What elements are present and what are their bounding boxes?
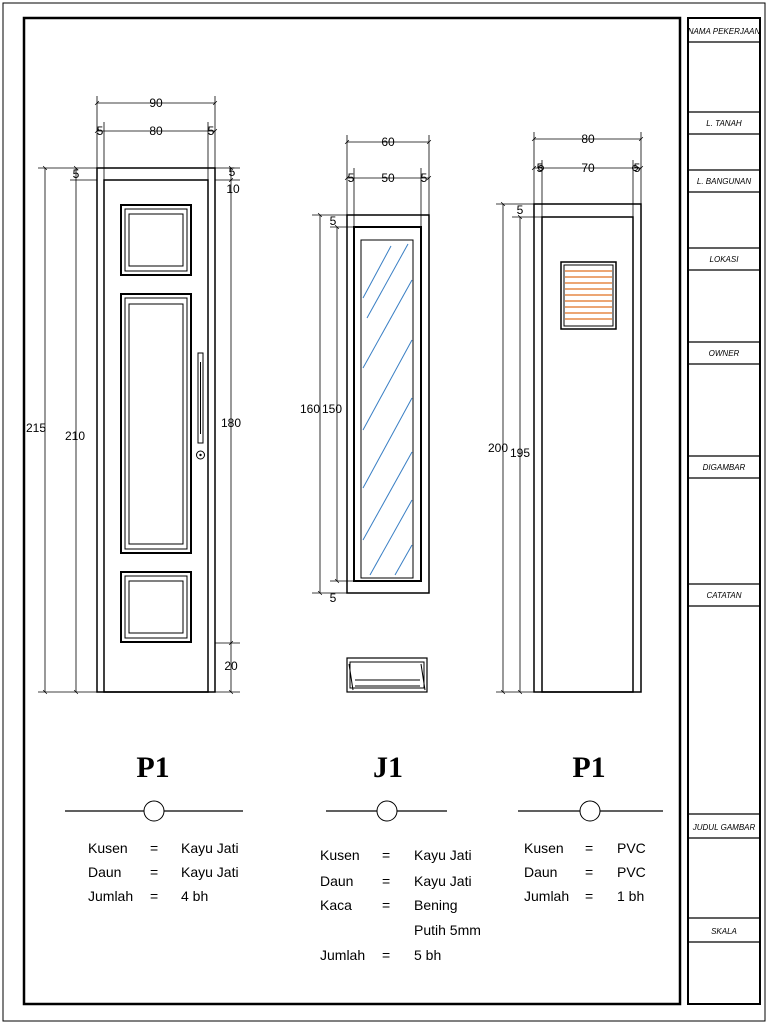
tb-owner: OWNER xyxy=(709,349,740,358)
dim-door-p1-top-frame-left: 5 xyxy=(73,167,80,181)
dim-door-p1-pvc-inner-width: 70 xyxy=(581,161,595,175)
tb-judul-gambar: JUDUL GAMBAR xyxy=(692,823,756,832)
dim-door-p1-outer-width: 90 xyxy=(149,96,163,110)
label-j1: J1 xyxy=(326,751,447,822)
dim-door-p1-pvc-frame-right: 5 xyxy=(634,161,641,175)
window-j1-dimensions xyxy=(312,135,432,596)
tb-luas-bangunan: L. BANGUNAN xyxy=(697,177,751,186)
tb-digambar: DIGAMBAR xyxy=(703,463,746,472)
code-label-p1-right: P1 xyxy=(572,751,605,784)
spec-value: Kayu Jati xyxy=(414,847,472,863)
dim-door-p1-total-height: 215 xyxy=(26,421,46,435)
label-p1-right: P1 xyxy=(518,751,663,822)
dim-window-j1-outer-width: 60 xyxy=(381,135,395,149)
door-p1-pvc-elevation xyxy=(533,203,642,693)
section-marker-p1-right xyxy=(579,800,601,822)
specs-window-j1: Kusen = Kayu Jati Daun = Kayu Jati Kaca … xyxy=(320,847,481,963)
spec-eq: = xyxy=(585,864,593,880)
spec-eq: = xyxy=(382,847,390,863)
door-p1-top-panel xyxy=(120,204,192,276)
dim-door-p1-bottom-rail: 20 xyxy=(224,659,238,673)
spec-value: 5 bh xyxy=(414,947,441,963)
dim-window-j1-outer-height: 160 xyxy=(300,402,320,416)
dim-window-j1-inner-width: 50 xyxy=(381,171,395,185)
door-p1-pvc-dimensions xyxy=(496,132,644,695)
spec-eq: = xyxy=(585,840,593,856)
spec-value: Kayu Jati xyxy=(181,840,239,856)
spec-value: PVC xyxy=(617,840,646,856)
door-p1-bottom-panel xyxy=(120,571,192,643)
spec-value: Putih 5mm xyxy=(414,922,481,938)
spec-label: Daun xyxy=(88,864,121,880)
spec-label: Kusen xyxy=(88,840,128,856)
label-p1-left: P1 xyxy=(65,751,243,822)
dim-window-j1-frame-right: 5 xyxy=(421,171,428,185)
specs-door-p1-pvc: Kusen = PVC Daun = PVC Jumlah = 1 bh xyxy=(524,840,646,904)
tb-skala: SKALA xyxy=(711,927,737,936)
dim-window-j1-frame-left: 5 xyxy=(348,171,355,185)
dim-door-p1-inner-width: 80 xyxy=(149,124,163,138)
spec-label: Kusen xyxy=(524,840,564,856)
dim-door-p1-top-rail: 10 xyxy=(226,182,240,196)
dim-door-p1-pvc-outer-width: 80 xyxy=(581,132,595,146)
spec-eq: = xyxy=(150,888,158,904)
title-block xyxy=(688,41,760,943)
tb-lokasi: LOKASI xyxy=(710,255,740,264)
dim-door-p1-frame-left: 5 xyxy=(97,124,104,138)
code-label-j1: J1 xyxy=(373,751,403,784)
spec-eq: = xyxy=(150,840,158,856)
spec-value: Kayu Jati xyxy=(181,864,239,880)
spec-label: Jumlah xyxy=(524,888,569,904)
dim-door-p1-pvc-total-height: 200 xyxy=(488,441,508,455)
dim-window-j1-bottom-frame: 5 xyxy=(330,591,337,605)
spec-eq: = xyxy=(585,888,593,904)
door-handle-icon xyxy=(196,352,205,460)
code-label-p1-left: P1 xyxy=(136,751,169,784)
dim-door-p1-pvc-top-frame: 5 xyxy=(517,203,524,217)
spec-eq: = xyxy=(382,947,390,963)
spec-label: Kaca xyxy=(320,897,352,913)
section-marker-p1-left xyxy=(143,800,165,822)
tb-luas-tanah: L. TANAH xyxy=(706,119,742,128)
tb-nama-pekerjaan: NAMA PEKERJAAN xyxy=(688,27,761,36)
door-p1-middle-panel xyxy=(120,293,192,554)
spec-value: PVC xyxy=(617,864,646,880)
dim-ticks-door-p1-pvc xyxy=(538,165,638,171)
section-marker-j1 xyxy=(376,800,398,822)
dim-door-p1-pvc-leaf-height: 195 xyxy=(510,446,530,460)
dim-door-p1-pvc-frame-left: 5 xyxy=(537,161,544,175)
dim-door-p1-frame-right: 5 xyxy=(208,124,215,138)
window-j1-section xyxy=(346,657,428,693)
window-j1-elevation xyxy=(346,214,430,594)
dim-door-p1-panel-height: 180 xyxy=(221,416,241,430)
spec-value: Bening xyxy=(414,897,458,913)
spec-label: Jumlah xyxy=(320,947,365,963)
spec-value: 1 bh xyxy=(617,888,644,904)
dim-door-p1-top-frame-right: 5 xyxy=(229,165,236,179)
vent-louver-icon xyxy=(565,270,612,320)
dim-window-j1-inner-height: 150 xyxy=(322,402,342,416)
spec-value: 4 bh xyxy=(181,888,208,904)
spec-label: Jumlah xyxy=(88,888,133,904)
spec-value: Kayu Jati xyxy=(414,873,472,889)
spec-label: Daun xyxy=(320,873,353,889)
spec-label: Kusen xyxy=(320,847,360,863)
spec-eq: = xyxy=(150,864,158,880)
spec-eq: = xyxy=(382,873,390,889)
door-p1-elevation xyxy=(96,167,216,693)
window-j1-glass-hatch xyxy=(362,243,413,576)
spec-label: Daun xyxy=(524,864,557,880)
dim-window-j1-top-frame: 5 xyxy=(330,214,337,228)
spec-eq: = xyxy=(382,897,390,913)
door-p1-dimensions xyxy=(38,96,240,695)
tb-catatan: CATATAN xyxy=(707,591,742,600)
dim-door-p1-leaf-height: 210 xyxy=(65,429,85,443)
specs-door-p1: Kusen = Kayu Jati Daun = Kayu Jati Jumla… xyxy=(88,840,239,904)
